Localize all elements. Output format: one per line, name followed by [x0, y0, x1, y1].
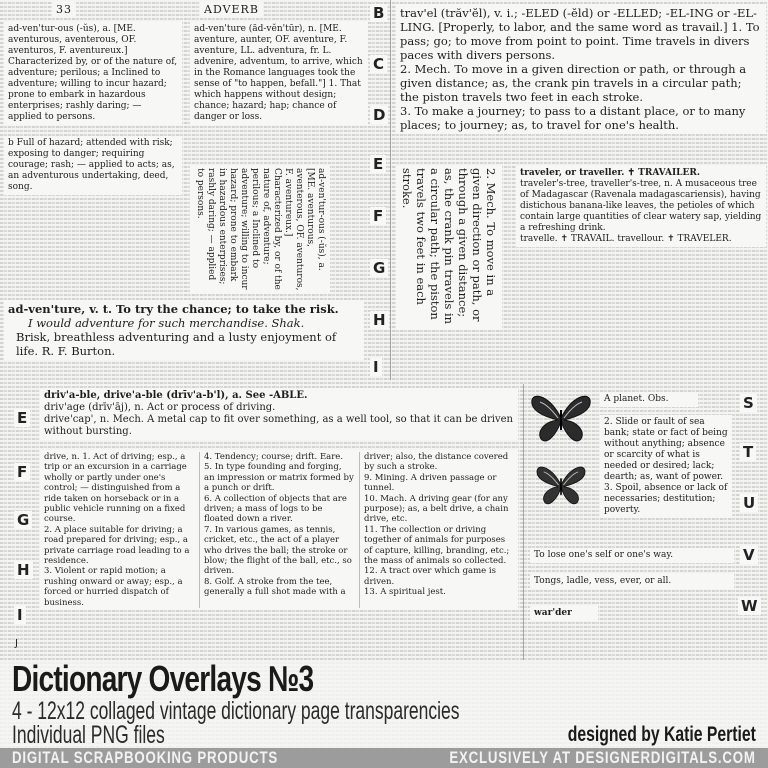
dictionary-entry-rotated: 2. Mech. To move in a given direction or… — [396, 166, 502, 330]
index-letter: S — [740, 394, 757, 412]
index-letter: W — [738, 597, 761, 615]
entry-line: drive, n. 1. Act of driving; esp., a tri… — [44, 452, 187, 525]
butterfly-icon — [531, 395, 591, 442]
entry-line: 3. To make a journey; to pass to a dista… — [400, 104, 746, 132]
index-letter: B — [370, 4, 388, 22]
entry-line: travelle. ✝ TRAVAIL. travellour. ✝ TRAVE… — [520, 234, 732, 244]
dictionary-entry-drive: drive, n. 1. Act of driving; esp., a tri… — [40, 450, 518, 611]
footer-left-text: DIGITAL SCRAPBOOKING PRODUCTS — [12, 748, 278, 767]
entry-line: 10. Mach. A driving gear (for any purpos… — [364, 493, 509, 525]
index-letter: F — [14, 463, 31, 481]
entry-line: 12. A tract over which game is driven. — [364, 566, 496, 587]
index-letter: T — [740, 443, 757, 461]
entry-line: trav'el (trăv'ĕl), v. i.; -ELED (-ĕld) o… — [400, 6, 760, 62]
entry-line: drive'cap', n. Mech. A metal cap to fit … — [44, 414, 513, 437]
index-letter: U — [740, 494, 759, 512]
index-letter: I — [14, 606, 26, 624]
entry-line: 3. Spoil, absence or lack of necessaries… — [604, 483, 728, 515]
footer-bar — [0, 748, 768, 768]
dictionary-entry: Tongs, ladle, vess, ever, or all. — [530, 574, 734, 589]
entry-line: 6. A collection of objects that are driv… — [204, 493, 347, 525]
column-divider — [390, 0, 391, 380]
column-divider — [523, 384, 524, 660]
entry-line: 9. Mining. A driven passage or tunnel. — [364, 472, 497, 494]
index-letter: I — [370, 358, 382, 376]
index-letter: E — [14, 409, 31, 427]
index-letter: D — [370, 106, 389, 124]
page-number: 33 — [52, 2, 76, 17]
entry-line: 13. A spiritual jest. — [364, 587, 446, 598]
footer-right-link[interactable]: EXCLUSIVELY AT DESIGNERDIGITALS.COM — [449, 748, 756, 767]
product-info-banner — [0, 662, 768, 748]
page-section-heading: ADVERB — [200, 2, 263, 17]
product-title: Dictionary Overlays №3 — [12, 658, 314, 699]
index-letter: H — [370, 311, 389, 329]
entry-line: 2. A place suitable for driving; a road … — [44, 524, 190, 567]
dictionary-entry: To lose one's self or one's way. — [530, 548, 734, 563]
entry-line: driv'a-ble, drive'a-ble (drīv'a-b'l), a.… — [44, 390, 308, 401]
index-letter: G — [370, 259, 389, 277]
entry-line: 11. The collection or driving together o… — [364, 524, 510, 567]
index-letter: E — [370, 155, 387, 173]
dictionary-entry-rotated: ad-ven'tur-ous (-ŭs), a. [ME. aventurous… — [190, 166, 330, 294]
product-file-info: Individual PNG files — [12, 721, 165, 749]
entry-line: 2. Mech. To move in a given direction or… — [400, 62, 747, 104]
index-letter: J — [15, 638, 18, 649]
dictionary-entry: 2. Slide or fault of sea bank; state or … — [600, 415, 732, 518]
entry-line: 2. Slide or fault of sea bank; state or … — [604, 417, 728, 482]
dictionary-entry: ad-ven'ture (ăd-vĕn'tūr), n. [ME. aventu… — [190, 22, 368, 125]
entry-line: 8. Golf. A stroke from the tee, generall… — [204, 452, 509, 598]
designer-credit: designed by Katie Pertiet — [567, 723, 756, 746]
entry-line: 7. In various games, as tennis, cricket,… — [204, 524, 352, 577]
entry-line: 4. Tendency; course; drift. Eare. — [204, 452, 344, 462]
dictionary-entry-travel: trav'el (trăv'ĕl), v. i.; -ELED (-ĕld) o… — [396, 4, 766, 134]
entry-line: ad-ven'ture, v. t. To try the chance; to… — [8, 302, 339, 316]
index-letter: G — [14, 511, 33, 529]
entry-line: Brisk, breathless adventuring and a lust… — [16, 330, 337, 358]
entry-line: I would adventure for such merchandise. … — [28, 316, 305, 330]
product-subtitle: 4 - 12x12 collaged vintage dictionary pa… — [12, 697, 460, 725]
dictionary-entry: b Full of hazard; attended with risk; ex… — [4, 136, 182, 195]
index-letter: H — [14, 561, 33, 579]
dictionary-entry: traveler, or traveller. ✝ TRAVAILER. tra… — [516, 166, 766, 247]
entry-line: 5. In type founding and forging, an impr… — [204, 462, 354, 494]
entry-line: 3. Violent or rapid motion; a rushing on… — [44, 566, 183, 608]
index-letter: F — [370, 207, 387, 225]
dictionary-entry: A planet. Obs. — [600, 392, 698, 407]
dictionary-entry: driv'a-ble, drive'a-ble (drīv'a-b'l), a.… — [40, 388, 518, 440]
butterfly-icon — [536, 466, 586, 505]
index-letter: C — [370, 55, 388, 73]
entry-line: traveler, or traveller. ✝ TRAVAILER. — [520, 168, 700, 178]
dictionary-entry: ad-ven'tur-ous (-ŭs), a. [ME. aventurous… — [4, 22, 182, 125]
index-letter: V — [740, 546, 758, 564]
dictionary-entry-highlight: ad-ven'ture, v. t. To try the chance; to… — [4, 300, 364, 360]
dictionary-entry: war'der — [530, 606, 598, 621]
entry-line: traveler's-tree, traveller's-tree, n. A … — [520, 179, 762, 233]
entry-line: driv'age (drīv'āj), n. Act or process of… — [44, 402, 276, 413]
